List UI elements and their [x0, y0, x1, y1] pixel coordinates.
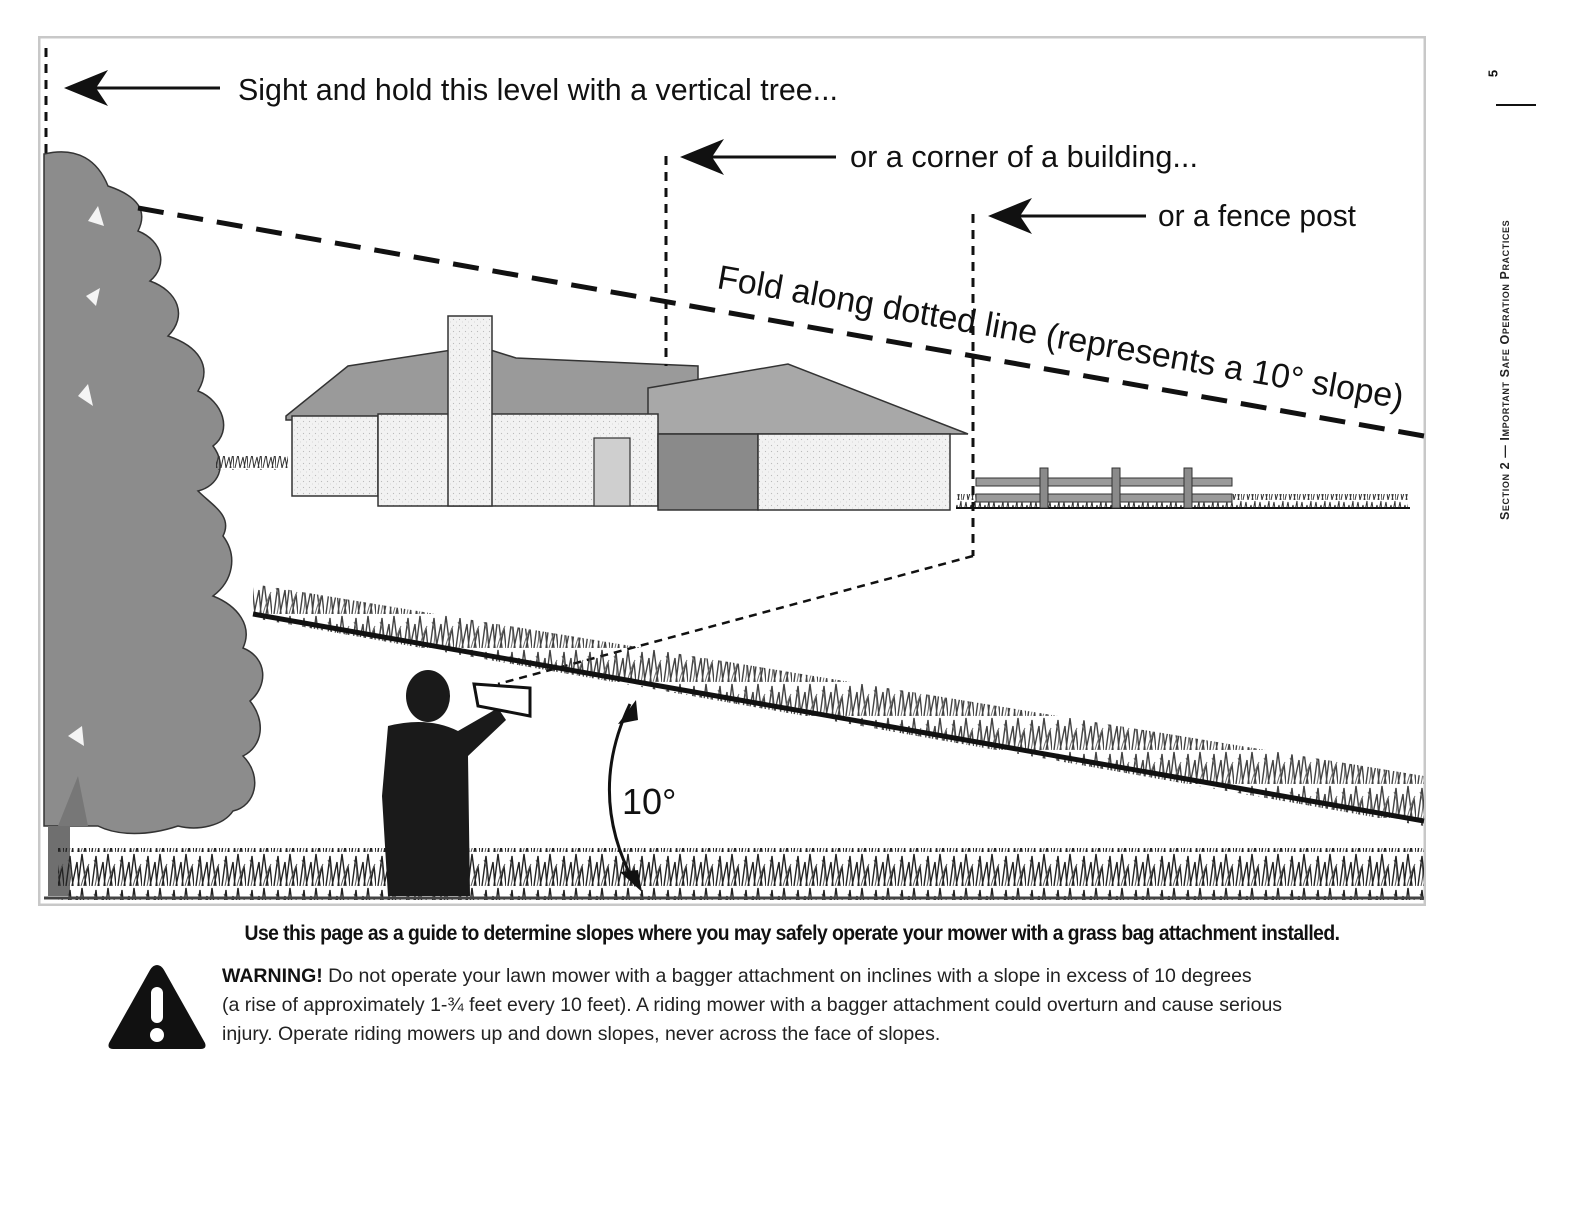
- page-rule: [1496, 104, 1536, 106]
- slope-ground: [252, 584, 1425, 826]
- angle-label: 10°: [622, 781, 676, 822]
- section-label-text: Section 2 — Important Safe Operation Pra…: [1498, 219, 1512, 520]
- warning-line-1: WARNING! Do not operate your lawn mower …: [222, 962, 1432, 991]
- arrow-left-icon: [988, 198, 1146, 234]
- angle-arc-icon: [607, 700, 642, 892]
- warning-line-2: (a rise of approximately 1-¾ feet every …: [222, 994, 1283, 1016]
- level-gauge-icon: [472, 682, 532, 718]
- slope-guide-illustration: Sight and hold this level with a vertica…: [38, 36, 1426, 906]
- warning-line-1-text: Do not operate your lawn mower with a ba…: [322, 965, 1252, 987]
- warning-triangle-icon: [108, 965, 206, 1049]
- callout-fence-text: or a fence post: [1158, 198, 1356, 233]
- person-silhouette-icon: [382, 670, 532, 896]
- page-number: 5: [1478, 66, 1508, 86]
- foreground-grass: [58, 848, 1424, 900]
- warning-line-3: injury. Operate riding mowers up and dow…: [222, 1023, 941, 1045]
- arrow-left-icon: [680, 139, 836, 175]
- distant-grass-left: [216, 456, 288, 470]
- warning-label: WARNING!: [222, 965, 323, 987]
- guide-caption: Use this page as a guide to determine sl…: [244, 922, 1340, 945]
- fence-icon: [956, 467, 1410, 509]
- warning-message: WARNING! Do not operate your lawn mower …: [222, 962, 1432, 1049]
- fold-dashed-line: [137, 205, 1425, 439]
- house-icon: [285, 315, 969, 511]
- callout-building-text: or a corner of a building...: [850, 139, 1198, 174]
- page-number-text: 5: [1485, 69, 1501, 78]
- callout-tree-text: Sight and hold this level with a vertica…: [238, 72, 838, 107]
- arrow-left-icon: [64, 70, 220, 106]
- section-label: Section 2 — Important Safe Operation Pra…: [1476, 140, 1512, 540]
